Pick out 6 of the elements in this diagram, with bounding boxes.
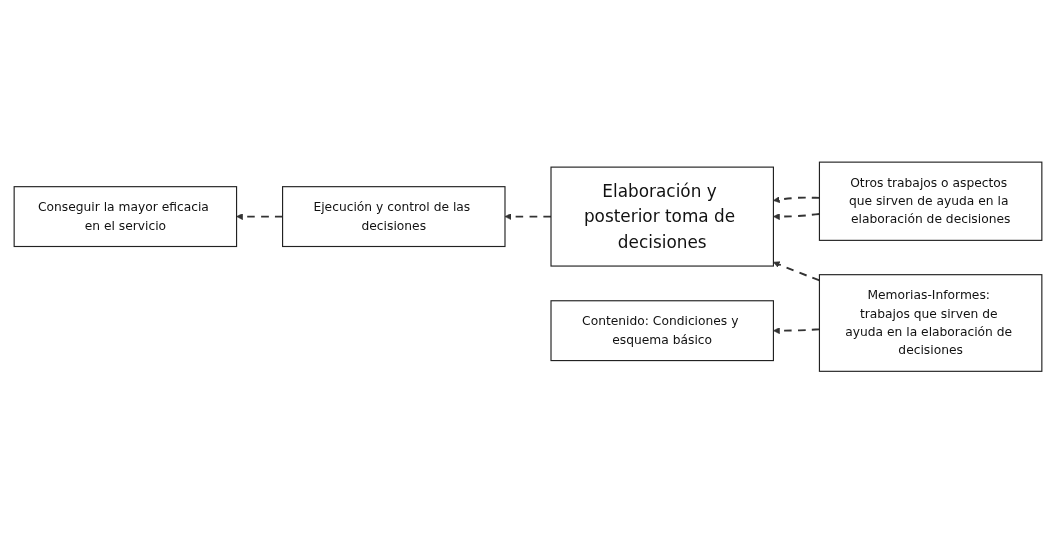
node-box: Conseguir la mayor eficacia en el servicio <box>13 185 237 247</box>
node-box: Ejecución y control de las decisiones <box>281 185 506 247</box>
node-box: Elaboración y posterior toma de decisiones <box>549 166 774 267</box>
node-box: Contenido: Condiciones y esquema básico <box>549 299 774 361</box>
node-box: Memorias-Informes: trabajos que sirven de ayuda en la elaboración de decisiones <box>818 273 1042 372</box>
node-box: Otros trabajos o aspectos que sirven de ayuda en la elaboración de decisiones <box>818 161 1042 241</box>
